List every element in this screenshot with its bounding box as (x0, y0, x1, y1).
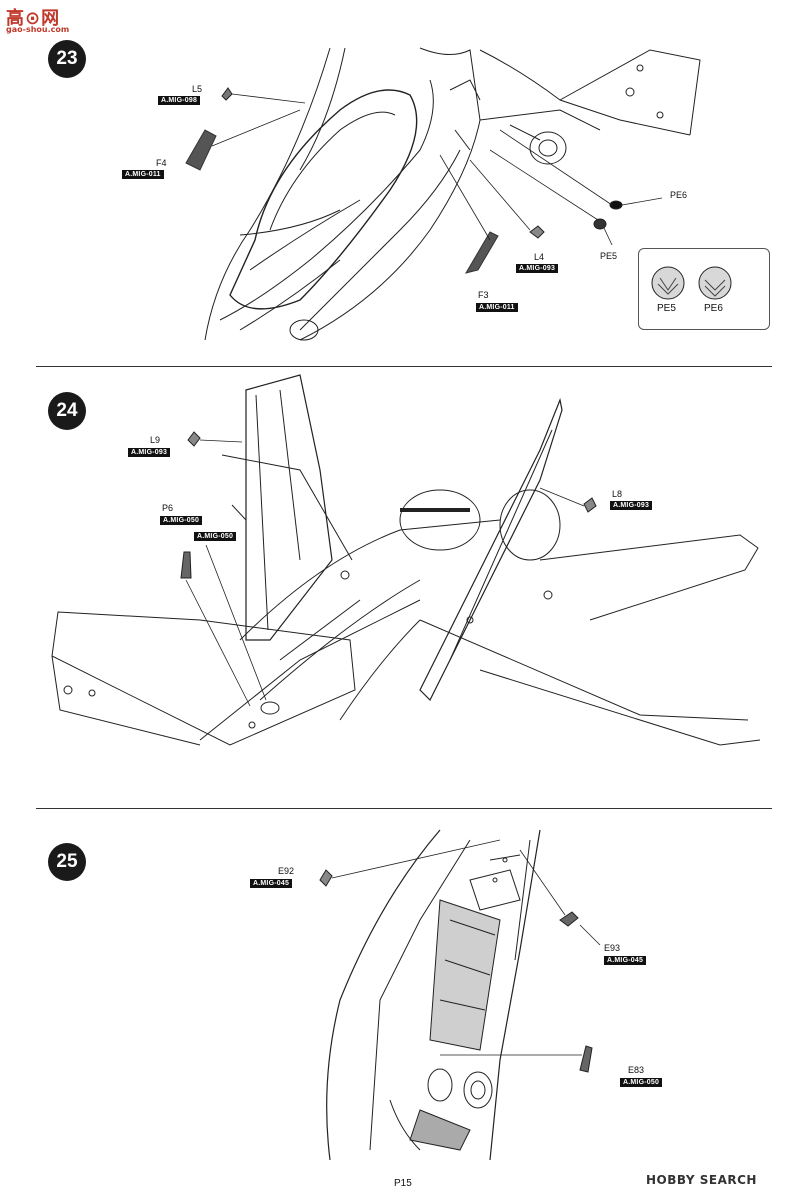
label-L4: L4 (534, 252, 545, 262)
label-E93: E93 (604, 943, 621, 953)
part-E92-shape (319, 869, 333, 887)
part-P6-shape (180, 551, 192, 579)
ref-L9: A.MIG-093 (128, 448, 171, 457)
label-L8: L8 (612, 489, 623, 499)
step-24-badge: 24 (48, 392, 86, 430)
ref-F3: A.MIG-011 (476, 303, 518, 312)
ref-P6: A.MIG-050 (160, 516, 203, 525)
step23-aircraft-drawing (204, 47, 701, 341)
step23-parts (185, 87, 663, 274)
pe-legend-box (638, 248, 770, 330)
ref-E83: A.MIG-050 (620, 1078, 663, 1087)
part-PE5-shape (593, 218, 607, 230)
ref-L5: A.MIG-098 (158, 96, 201, 105)
step24-parts (180, 431, 597, 707)
part-L5-shape (221, 87, 233, 101)
step25-parts (319, 839, 601, 1073)
part-E83-shape (579, 1045, 593, 1073)
divider-24-25 (36, 808, 772, 809)
ref-E93: A.MIG-045 (604, 956, 647, 965)
part-F3-shape (464, 231, 499, 274)
ref-E92: A.MIG-045 (250, 879, 293, 888)
label-E92: E92 (278, 866, 295, 876)
step25-aircraft-drawing (326, 829, 541, 1161)
label-PE5: PE5 (600, 251, 618, 261)
label-P6: P6 (162, 503, 174, 513)
ref-F4: A.MIG-011 (122, 170, 164, 179)
part-L8-shape (583, 497, 597, 513)
label-L5: L5 (192, 84, 203, 94)
step-23-badge: 23 (48, 40, 86, 78)
part-F4-shape (185, 129, 217, 171)
label-F4: F4 (156, 158, 167, 168)
legend-label-PE6: PE6 (704, 303, 723, 314)
page-number: P15 (394, 1178, 412, 1189)
pe-legend-circles (651, 266, 732, 300)
part-L4-shape (529, 225, 545, 239)
part-E93-shape (559, 911, 579, 927)
step24-aircraft-drawing (51, 374, 761, 746)
divider-23-24 (36, 366, 772, 367)
watermark-bottom: HOBBY SEARCH (646, 1173, 757, 1187)
step-25-badge: 25 (48, 843, 86, 881)
label-E83: E83 (628, 1065, 645, 1075)
ref-L8: A.MIG-093 (610, 501, 653, 510)
label-PE6: PE6 (670, 190, 688, 200)
watermark-title: 高⊙网 (6, 8, 61, 29)
label-F3: F3 (478, 290, 489, 300)
legend-label-PE5: PE5 (657, 303, 676, 314)
part-L9-shape (187, 431, 201, 447)
ref-P6-second: A.MIG-050 (194, 532, 237, 541)
watermark-logo: 高⊙网 gao-shou.com (4, 4, 76, 34)
watermark-url: gao-shou.com (6, 25, 70, 34)
ref-L4: A.MIG-093 (516, 264, 559, 273)
label-L9: L9 (150, 435, 161, 445)
